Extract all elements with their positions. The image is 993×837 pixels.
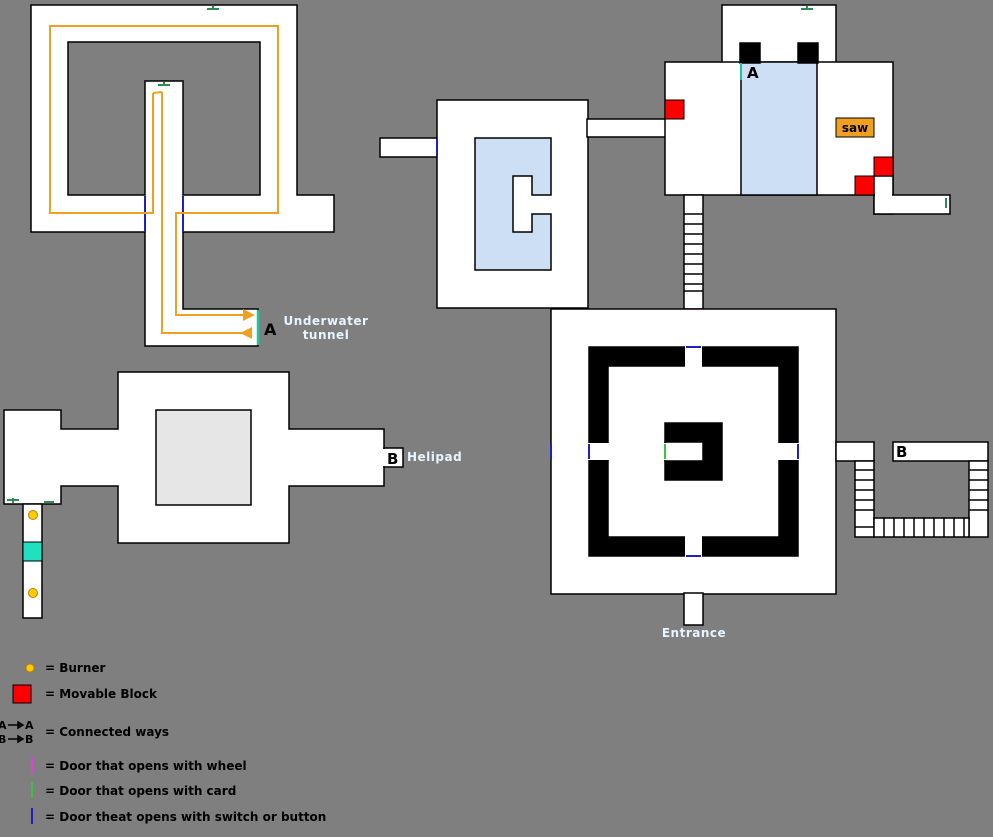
legend-connected-b-to: B [25,733,33,746]
burners [28,510,38,598]
movable-blocks [664,99,894,196]
spiral-route-path [49,25,279,334]
b-corridor-stair-rungs [855,469,988,537]
legend-switch-door-label: = Door theat opens with switch or button [45,810,326,824]
entrance-building-gaps [588,346,799,557]
marker-b-helipad: B [387,450,398,468]
legend-card-door-label: = Door that opens with card [45,784,236,798]
helipad-ticks [7,498,54,503]
legend-connected-a-to: A [25,719,34,732]
vertical-stair-rungs [684,213,703,292]
entrance-label: Entrance [662,626,726,640]
spiral-building [30,4,335,347]
teal-zone [22,541,43,562]
legend: = Burner = Movable Block A A B B = Conne… [0,661,326,824]
saw-room [664,4,951,215]
legend-burner-label: = Burner [45,661,106,675]
legend-connected-a-from: A [0,719,7,732]
legend-connected-label: = Connected ways [45,725,169,739]
underwater-tunnel-label-2: tunnel [303,328,350,342]
underwater-tunnel-label: Underwater [284,314,369,328]
legend-block-icon [12,684,32,704]
legend-block-label: = Movable Block [45,687,158,701]
marker-a-saw-room: A [747,64,759,82]
saw-room-ticks [801,6,947,208]
legend-connected-b-from: B [0,733,6,746]
pool-building [379,99,668,309]
vertical-stairs [683,194,704,310]
helipad-building [3,371,404,619]
helipad-label: Helipad [407,450,462,464]
route-arrowheads [240,309,255,339]
saw-label: saw [842,121,868,135]
marker-a-underwater: A [264,320,277,339]
legend-connected-arrows [8,720,25,744]
saw-item [835,117,875,138]
spiral-green-ticks [158,6,219,86]
legend-burner-icon [25,663,35,673]
marker-b-right: B [896,443,907,461]
legend-wheel-door-label: = Door that opens with wheel [45,759,247,773]
helipad-gap-cover [381,449,387,466]
saw-room-gap-cover [875,190,892,198]
